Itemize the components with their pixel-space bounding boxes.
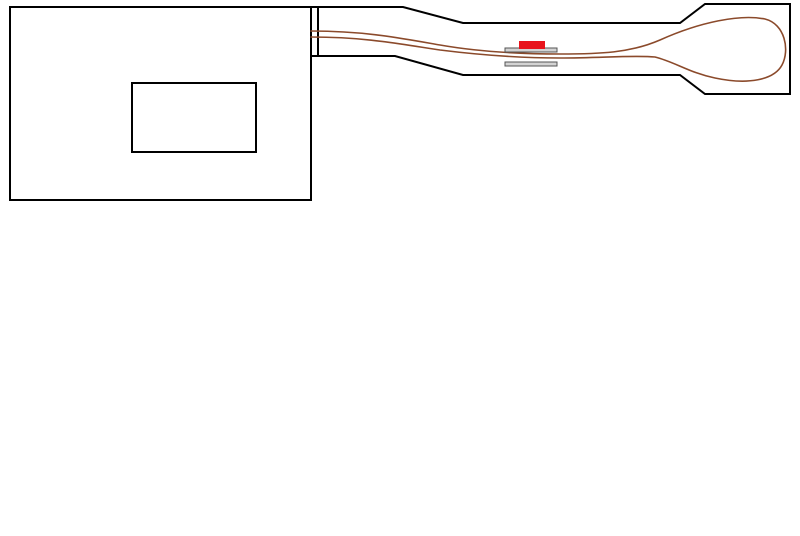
track-loop [310,16,787,82]
platform-south [504,61,558,67]
branch-board [318,3,791,95]
train-icon [519,41,545,49]
track [310,16,787,82]
inner-rectangle [131,82,257,153]
main-baseboard [9,6,312,201]
